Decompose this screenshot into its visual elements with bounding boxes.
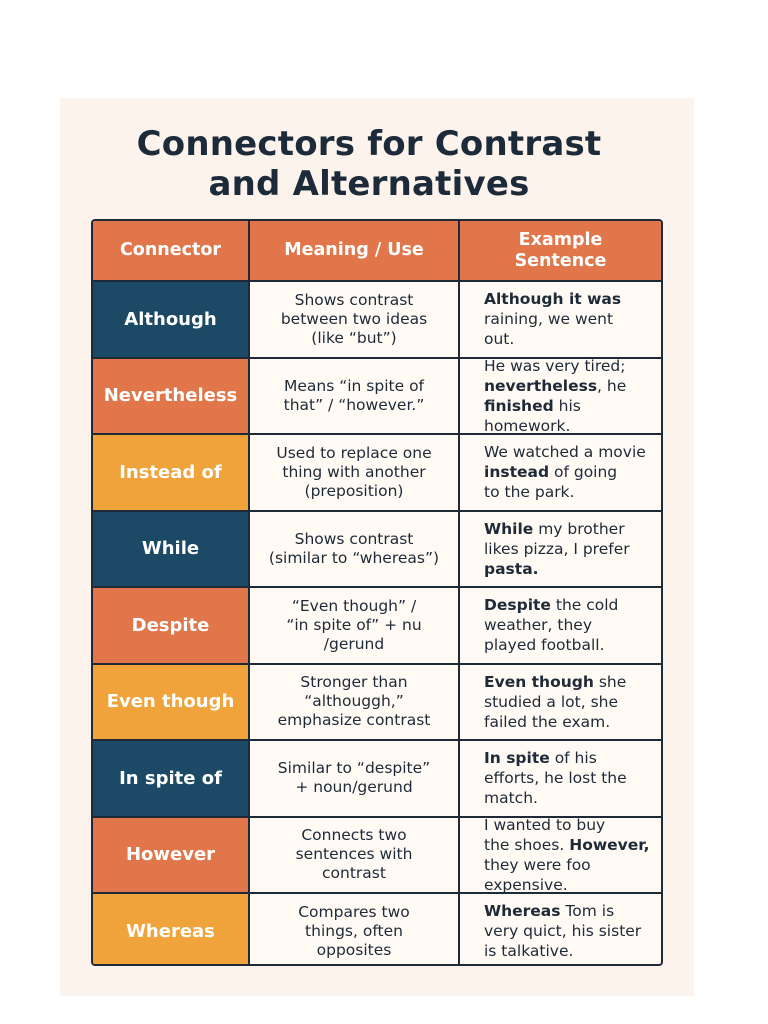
connector-highlight: Even though bbox=[484, 672, 594, 691]
connector-highlight: finished bbox=[484, 396, 554, 415]
connector-highlight: instead bbox=[484, 463, 550, 482]
connector-cell: Despite bbox=[93, 588, 250, 663]
example-cell: Despite the cold weather, they played fo… bbox=[460, 588, 661, 663]
connector-cell: Instead of bbox=[93, 435, 250, 510]
example-cell: Whereas Tom is very quict, his sister is… bbox=[460, 894, 661, 964]
connector-highlight: pasta. bbox=[484, 559, 539, 578]
example-sentence: Although it was raining, we went out. bbox=[484, 289, 621, 349]
header-meaning: Meaning / Use bbox=[250, 221, 460, 280]
example-sentence: While my brother likes pizza, I prefer p… bbox=[484, 519, 630, 579]
example-text: He was very tired; bbox=[484, 356, 626, 375]
page-title: Connectors for Contrast and Alternatives bbox=[0, 124, 738, 204]
title-line-1: Connectors for Contrast bbox=[136, 124, 602, 164]
example-sentence: I wanted to buy the shoes. However, they… bbox=[484, 815, 657, 895]
example-cell: In spite of his efforts, he lost the mat… bbox=[460, 741, 661, 816]
example-text: Tom is very quict, his sister is talkati… bbox=[484, 902, 642, 961]
example-text: We watched a movie bbox=[484, 443, 646, 462]
meaning-cell: Used to replace one thing with another (… bbox=[250, 435, 460, 510]
connector-highlight: In spite bbox=[484, 749, 550, 768]
example-text: she studied a lot, she failed the exam. bbox=[484, 672, 627, 731]
meaning-cell: Shows contrast (similar to “whereas”) bbox=[250, 511, 460, 586]
example-sentence: In spite of his efforts, he lost the mat… bbox=[484, 748, 627, 808]
example-cell: Although it was raining, we went out. bbox=[460, 282, 661, 357]
connector-cell: However bbox=[93, 817, 250, 892]
connector-cell: Even though bbox=[93, 664, 250, 739]
example-cell: Even though she studied a lot, she faile… bbox=[460, 665, 661, 740]
meaning-cell: Shows contrast between two ideas (like “… bbox=[250, 282, 460, 357]
connector-highlight: Although it was bbox=[484, 290, 622, 309]
title-line-2: and Alternatives bbox=[208, 164, 530, 204]
connector-highlight: nevertheless bbox=[484, 376, 598, 395]
example-text: my brother likes pizza, I prefer bbox=[484, 519, 630, 558]
header-connector: Connector bbox=[93, 221, 250, 280]
example-cell: I wanted to buy the shoes. However, they… bbox=[460, 815, 661, 895]
connector-cell: While bbox=[93, 511, 250, 586]
example-text: I wanted to buy the shoes. bbox=[484, 815, 606, 854]
example-text: of his efforts, he lost the match. bbox=[484, 749, 627, 808]
connector-cell: Although bbox=[93, 282, 250, 357]
example-text: the cold weather, they played football. bbox=[484, 596, 619, 655]
example-cell: He was very tired; nevertheless, he fini… bbox=[460, 356, 661, 436]
connectors-table: Connector Meaning / Use Example Sentence… bbox=[91, 219, 663, 966]
meaning-cell: Means “in spite of that” / “however.” bbox=[250, 358, 460, 433]
connector-highlight: Despite bbox=[484, 596, 551, 615]
example-sentence: He was very tired; nevertheless, he fini… bbox=[484, 356, 657, 436]
example-text: raining, we went out. bbox=[484, 310, 614, 349]
meaning-cell: Compares two things, often opposites bbox=[250, 894, 460, 964]
example-cell: We watched a movie instead of going to t… bbox=[460, 435, 661, 510]
example-text: of going to the park. bbox=[484, 463, 618, 502]
meaning-cell: Connects two sentences with contrast bbox=[250, 817, 460, 892]
meaning-cell: Stronger than “althouggh,” emphasize con… bbox=[250, 664, 460, 739]
connector-cell: In spite of bbox=[93, 741, 250, 816]
example-text: they were foo expensive. bbox=[484, 855, 591, 894]
connector-highlight: While bbox=[484, 519, 534, 538]
meaning-cell: Similar to “despite” + noun/gerund bbox=[250, 741, 460, 816]
header-example: Example Sentence bbox=[460, 221, 661, 280]
example-sentence: Despite the cold weather, they played fo… bbox=[484, 595, 618, 655]
table-header-row: Connector Meaning / Use Example Sentence bbox=[93, 221, 661, 280]
table-row: Despite“Even though” / “in spite of” + n… bbox=[93, 586, 661, 663]
connector-highlight: However, bbox=[569, 835, 650, 854]
connector-highlight: Whereas bbox=[484, 902, 561, 921]
meaning-cell: “Even though” / “in spite of” + nu /geru… bbox=[250, 588, 460, 663]
connector-cell: Nevertheless bbox=[93, 358, 250, 433]
example-cell: While my brother likes pizza, I prefer p… bbox=[460, 512, 661, 587]
connector-cell: Whereas bbox=[93, 894, 250, 964]
example-text: his homework. bbox=[484, 396, 581, 435]
example-text: , he bbox=[597, 376, 627, 395]
example-sentence: We watched a movie instead of going to t… bbox=[484, 442, 646, 502]
example-sentence: Whereas Tom is very quict, his sister is… bbox=[484, 901, 641, 961]
example-sentence: Even though she studied a lot, she faile… bbox=[484, 672, 626, 732]
